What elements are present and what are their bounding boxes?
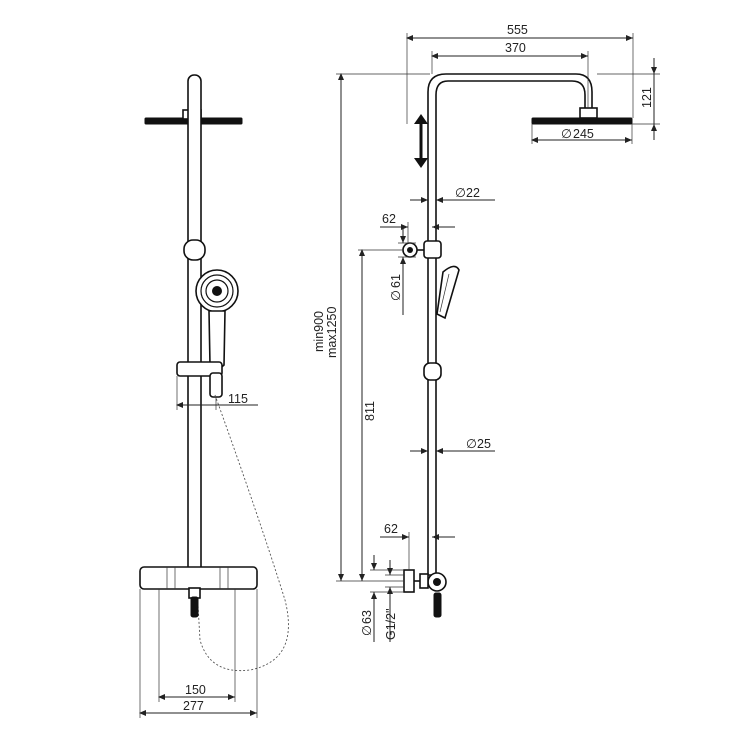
label-277: 277 (183, 699, 204, 713)
dimension-62-bottom: 62 (380, 522, 455, 570)
dimension-121: 121 (597, 58, 660, 140)
diameter-symbol-61: ∅ (389, 290, 403, 301)
overhead-shower-side (531, 107, 633, 125)
side-view: 555 370 121 ∅ 245 ∅ (312, 23, 660, 642)
hand-shower-side (436, 265, 460, 320)
mixer-side (403, 569, 447, 618)
thermostatic-mixer-front (139, 566, 258, 618)
diverter-side (402, 240, 442, 259)
label-min900: min900 (312, 311, 326, 352)
label-121: 121 (640, 87, 654, 108)
dimension-height-range: min900 max1250 (312, 73, 430, 582)
dimension-62-top: 62 (380, 212, 455, 243)
dimension-555: 555 (406, 23, 634, 124)
dimension-811: 811 (358, 249, 404, 581)
upper-slider-front (183, 239, 206, 261)
riser-and-arm-side (427, 73, 593, 576)
shower-hose-front (197, 394, 289, 672)
label-25: 25 (477, 437, 491, 451)
label-61: 61 (389, 274, 403, 288)
diameter-symbol-25: ∅ (466, 437, 477, 451)
label-62-top: 62 (382, 212, 396, 226)
dimension-370: 370 (431, 41, 589, 108)
label-245: 245 (573, 127, 594, 141)
label-g-half-inch: G1/2" (384, 608, 398, 640)
label-370: 370 (505, 41, 526, 55)
dimension-277: 277 (139, 589, 258, 718)
label-811: 811 (363, 401, 377, 421)
dimension-diameter-63: ∅ 63 (360, 555, 404, 642)
label-555: 555 (507, 23, 528, 37)
diameter-symbol-63: ∅ (360, 625, 374, 636)
label-max1250: max1250 (325, 307, 339, 358)
dimension-115: 115 (176, 376, 258, 410)
height-adjust-arrow (414, 114, 428, 168)
dimension-diameter-245: ∅ 245 (531, 124, 633, 144)
label-62-bottom: 62 (384, 522, 398, 536)
dimension-diameter-25: ∅ 25 (410, 437, 495, 454)
diameter-symbol-245: ∅ (561, 127, 572, 141)
dimension-g-half-inch: G1/2" (384, 560, 404, 642)
hand-shower-holder-front (176, 361, 223, 398)
dimension-diameter-22: ∅ 22 (410, 186, 495, 203)
label-63: 63 (360, 610, 374, 624)
hand-shower-front (195, 269, 239, 370)
label-150: 150 (185, 683, 206, 697)
label-115: 115 (228, 392, 248, 406)
diameter-symbol-22: ∅ (455, 186, 466, 200)
riser-pipe-front (187, 74, 202, 576)
slider-side (423, 362, 442, 381)
dimension-150: 150 (158, 589, 236, 702)
dimension-diameter-61: ∅ 61 (389, 225, 416, 315)
front-view: 115 150 277 (139, 74, 289, 718)
label-22: 22 (466, 186, 480, 200)
